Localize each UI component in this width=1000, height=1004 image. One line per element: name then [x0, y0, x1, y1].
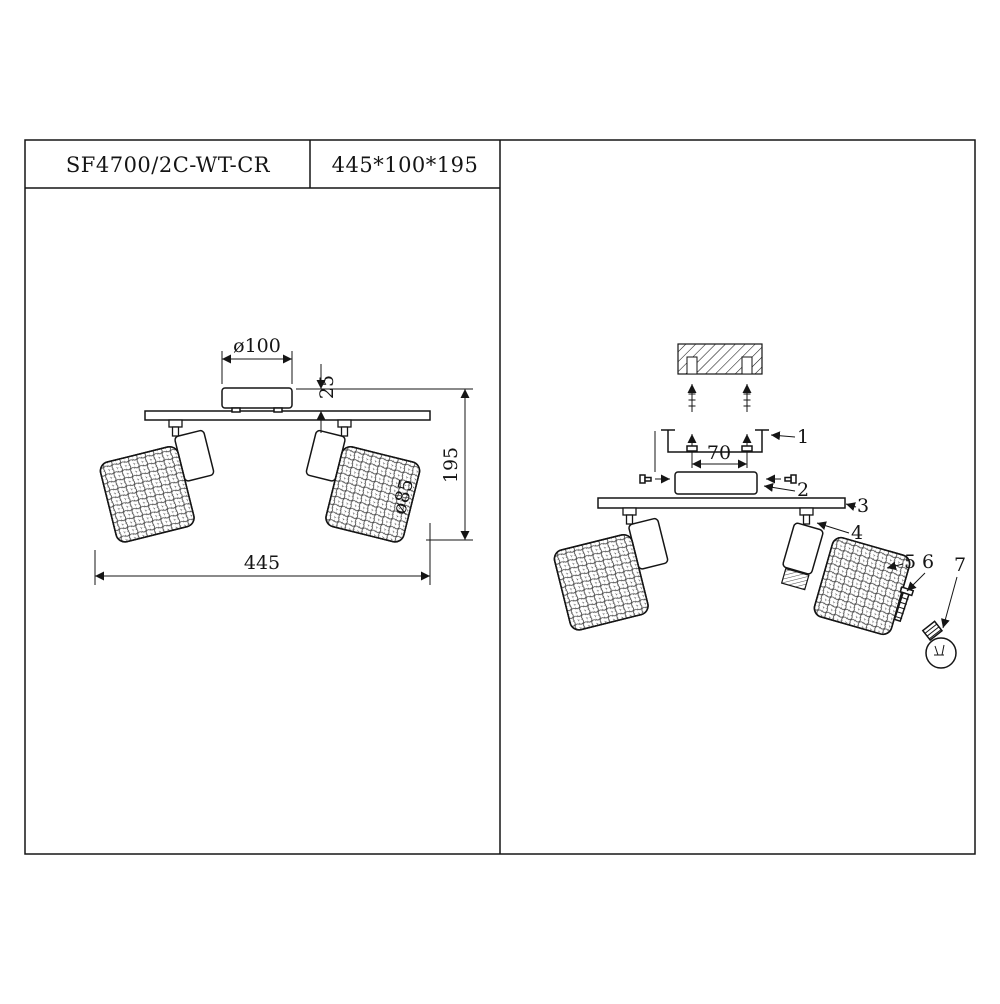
overall-size: 445*100*195 [332, 153, 479, 177]
spot-stem [799, 507, 814, 525]
part-label-5: 5 [904, 551, 916, 573]
dim-canopy-height-label: 25 [316, 375, 338, 399]
anchor-slot [686, 356, 698, 375]
anchor-screw-icon [687, 384, 697, 412]
dim-canopy-height: 25 [296, 364, 473, 433]
dim-canopy-diameter-label: ø100 [233, 335, 281, 357]
canopy-screw-icon [639, 474, 670, 484]
part-label-3: 3 [857, 495, 869, 517]
part-label-6: 6 [922, 551, 934, 573]
anchor-screw-icon [742, 384, 752, 412]
lamp-socket [780, 567, 810, 591]
exploded-view: 70 [551, 343, 966, 669]
anchor-slot [741, 356, 753, 375]
spot-head-left [551, 507, 670, 633]
spot-head-left [97, 419, 216, 545]
dim-fixture-height: 195 [426, 389, 473, 541]
mounting-bar [597, 497, 846, 509]
mounting-bracket [654, 429, 769, 472]
part-label-2: 2 [797, 479, 809, 501]
ceiling-canopy [674, 471, 758, 495]
ceiling-section [677, 343, 763, 375]
dim-screw-spacing: 70 [691, 442, 748, 469]
part-callouts: 1 2 3 4 5 6 7 [763, 426, 966, 629]
ceiling-canopy [221, 387, 293, 413]
front-view: ø100 25 195 ø85 445 [94, 335, 473, 585]
sheet-frame: SF4700/2C-WT-CR 445*100*195 [24, 139, 976, 855]
lamp-holder [780, 521, 825, 591]
dim-overall-length-label: 445 [244, 552, 280, 574]
model-number: SF4700/2C-WT-CR [66, 153, 271, 177]
spot-stem [168, 419, 183, 437]
part-label-7: 7 [954, 554, 966, 576]
spot-body [781, 521, 825, 576]
dim-overall-length: 445 [94, 523, 431, 585]
canopy-screw-icon [766, 474, 797, 484]
screw-icon [893, 586, 915, 623]
spot-stem [337, 419, 352, 437]
dim-screw-spacing-label: 70 [707, 442, 731, 464]
dim-fixture-height-label: 195 [440, 447, 462, 483]
part-label-1: 1 [797, 426, 809, 448]
mounting-bar [144, 410, 431, 421]
spot-shade-exploded [811, 534, 913, 638]
bulb-icon [921, 620, 957, 669]
spot-stem [622, 507, 637, 525]
part-label-4: 4 [851, 522, 863, 544]
dim-canopy-diameter: ø100 [221, 335, 293, 384]
